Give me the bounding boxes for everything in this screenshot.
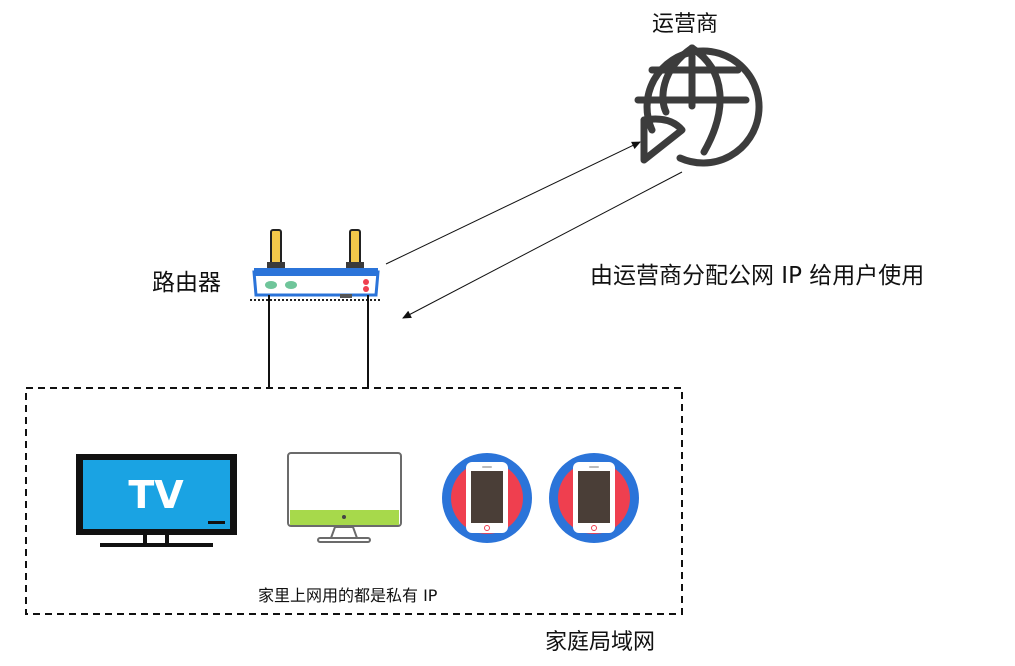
private-ip-note: 家里上网用的都是私有 IP [258, 586, 438, 605]
phone-icon-1 [442, 453, 532, 543]
desktop-monitor-icon [287, 452, 402, 543]
public-ip-arrow [402, 171, 683, 319]
router-label: 路由器 [152, 270, 221, 296]
tv-icon: TV [76, 454, 237, 547]
isp-label: 运营商 [652, 12, 719, 37]
tv-screen-text: TV [128, 473, 184, 517]
phone-icon-2 [549, 453, 639, 543]
public-ip-assignment-label: 由运营商分配公网 IP 给用户使用 [590, 263, 925, 289]
home-lan-boundary [25, 387, 683, 615]
router-icon [250, 229, 382, 301]
uplink-arrow [385, 141, 641, 265]
home-lan-label: 家庭局域网 [545, 630, 656, 655]
globe-icon [634, 44, 763, 167]
